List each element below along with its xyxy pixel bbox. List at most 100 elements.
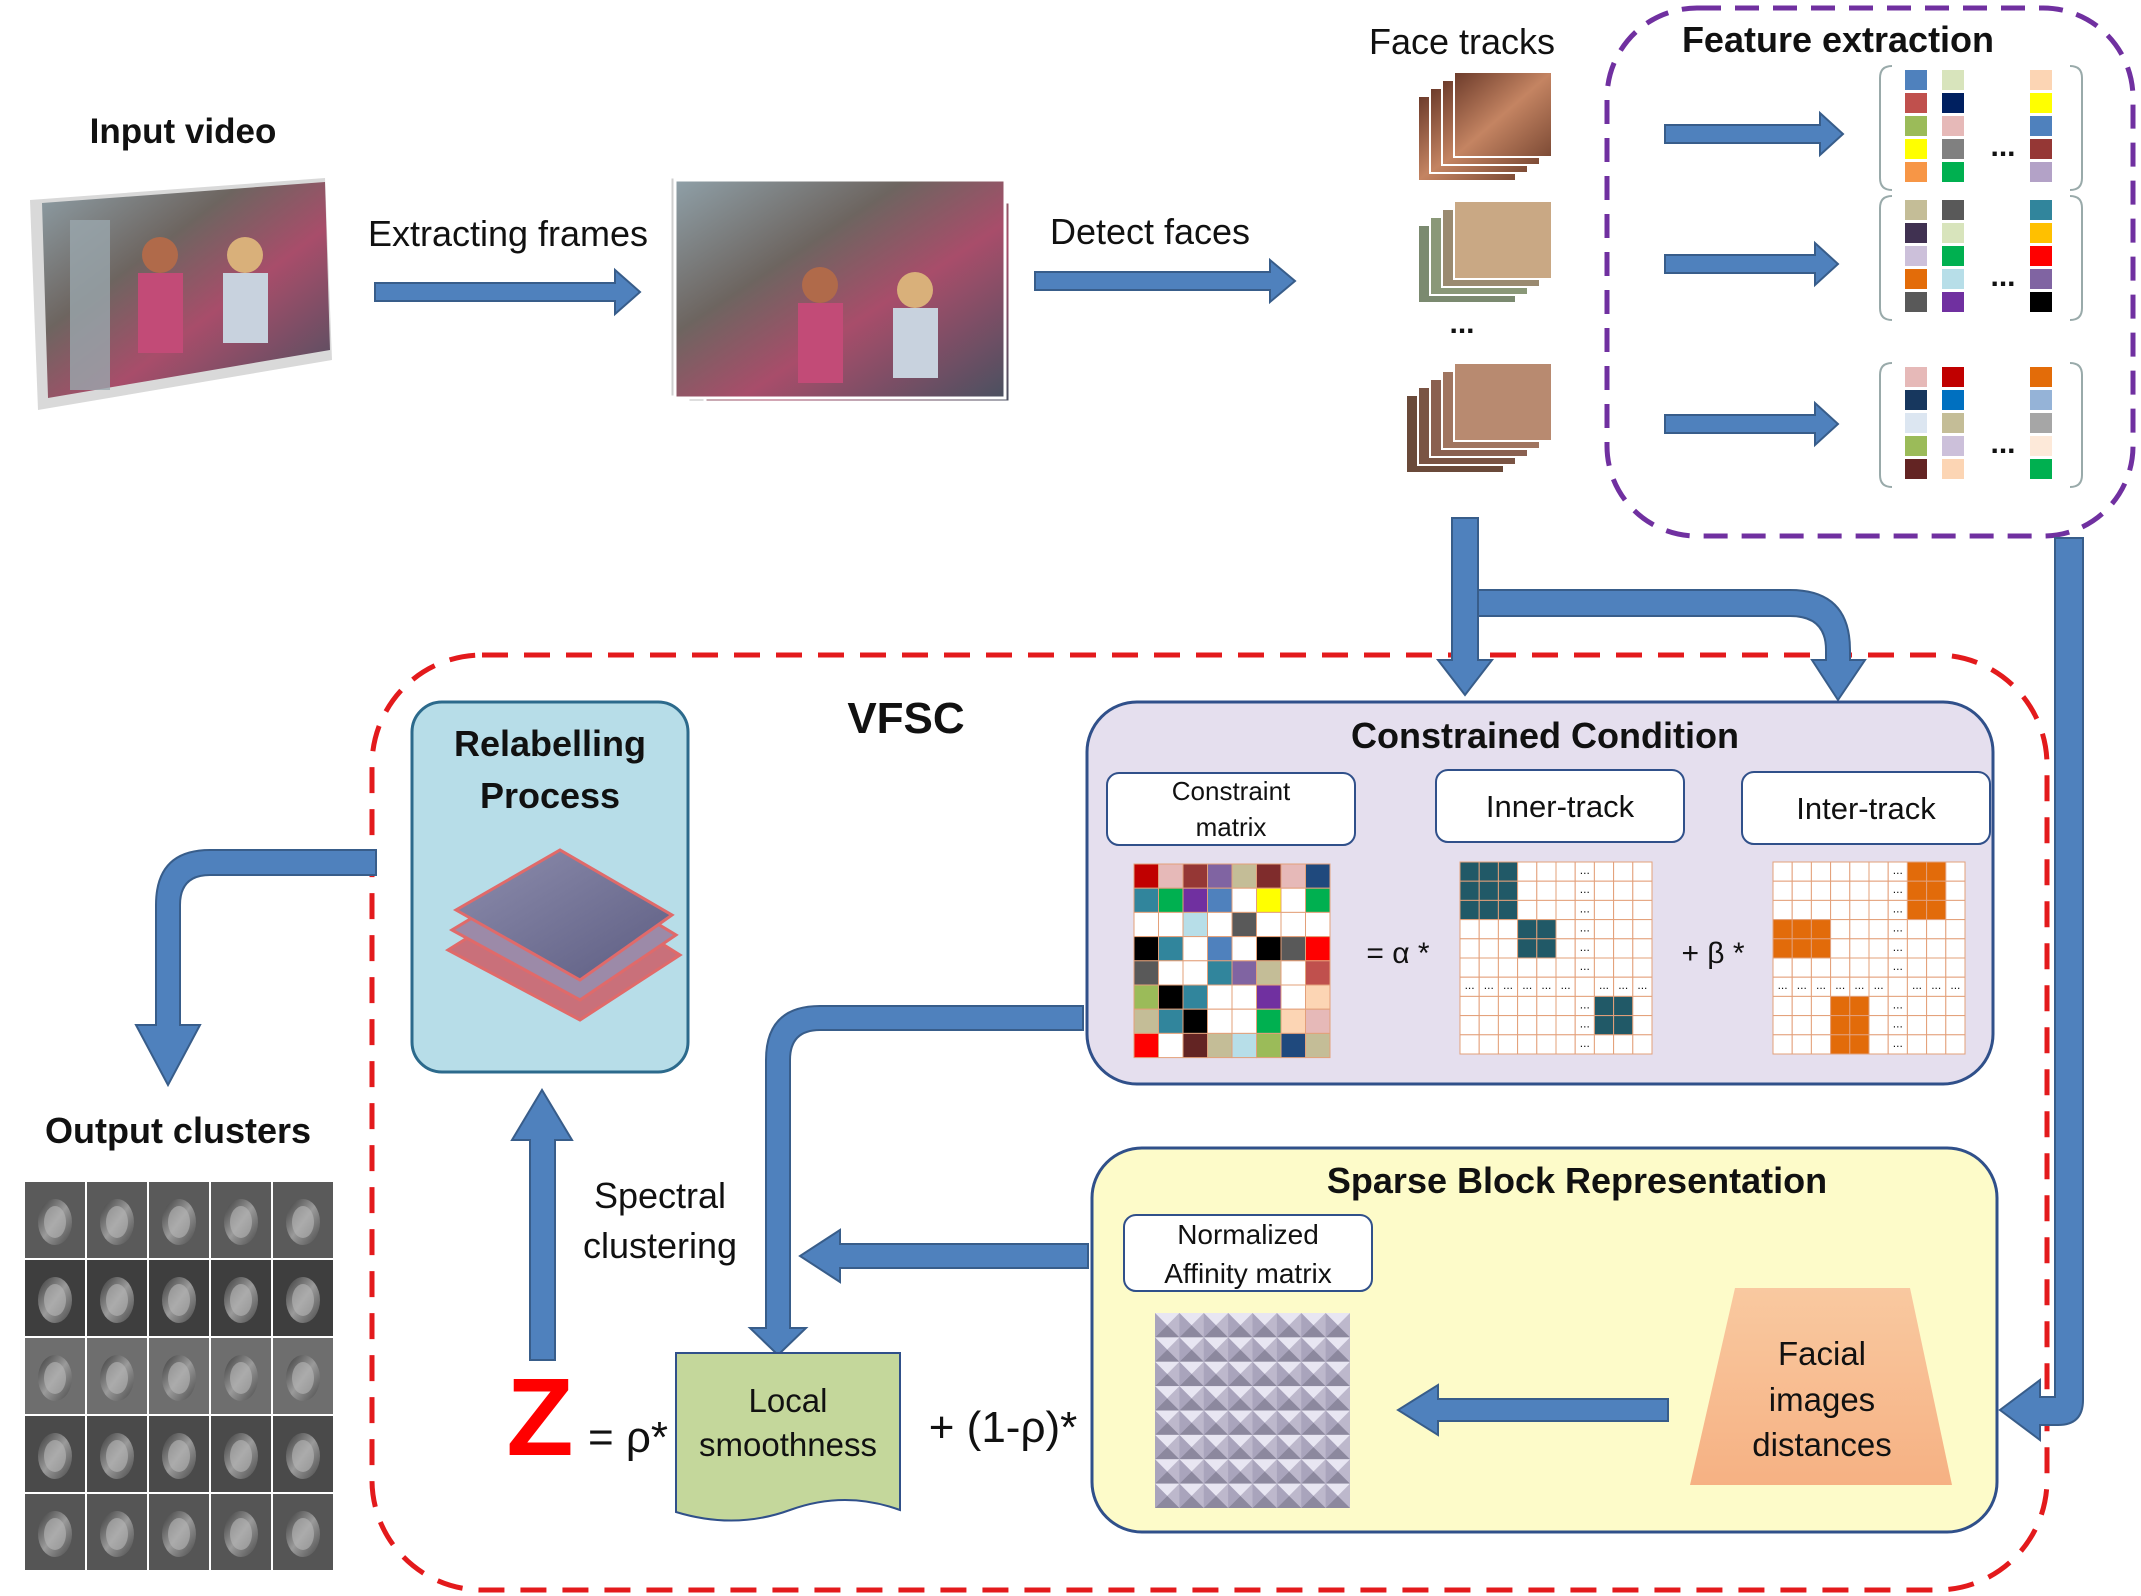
track-cell — [1478, 880, 1499, 901]
affinity-facet — [1203, 1471, 1229, 1484]
affinity-facet — [1276, 1459, 1290, 1484]
track-cell — [1613, 899, 1634, 921]
affinity-facet — [1203, 1434, 1229, 1448]
constraint-cell — [1207, 960, 1233, 986]
constraint-cell — [1305, 1008, 1331, 1034]
affinity-facet — [1155, 1361, 1168, 1387]
affinity-facet — [1179, 1495, 1204, 1508]
affinity-facet — [1228, 1373, 1253, 1387]
feature-cell — [2030, 413, 2052, 433]
constraint-cell — [1231, 1032, 1257, 1059]
affinity-facet — [1179, 1373, 1204, 1387]
track-cell — [1478, 957, 1499, 978]
constraint-cell — [1305, 911, 1331, 938]
cluster-face — [273, 1494, 333, 1570]
affinity-facet — [1325, 1398, 1350, 1411]
spectral-line1: Spectral — [594, 1175, 726, 1216]
affinity-facet — [1228, 1325, 1253, 1338]
feature-cell — [2030, 162, 2052, 182]
constraint-cell — [1182, 936, 1208, 962]
affinity-facet — [1203, 1495, 1229, 1508]
affinity-facet — [1155, 1410, 1180, 1423]
track-cell — [1478, 861, 1499, 882]
face-track-2 — [1417, 200, 1553, 304]
track-cell — [1593, 938, 1615, 959]
track-cell — [1945, 995, 1966, 1017]
constraint-cell — [1256, 960, 1282, 986]
constraint-cell — [1207, 936, 1233, 962]
constraint-cell — [1280, 863, 1306, 889]
track-cell — [1849, 861, 1870, 882]
feature-cell — [1942, 459, 1964, 479]
arrow-constraints-to-local — [747, 1005, 1084, 1357]
track-cell — [1555, 880, 1576, 901]
constraint-cell — [1182, 911, 1208, 938]
constraint-cell — [1158, 1008, 1184, 1034]
track-cell — [1497, 861, 1519, 882]
affinity-facet — [1252, 1434, 1277, 1448]
affinity-facet — [1325, 1434, 1338, 1460]
cluster-face — [87, 1416, 147, 1492]
affinity-facet — [1252, 1361, 1277, 1374]
track-cell — [1497, 1034, 1519, 1055]
constraint-cell — [1231, 887, 1257, 913]
track-cell — [1536, 899, 1557, 921]
track-cell — [1632, 899, 1653, 921]
bracket-right — [2069, 195, 2083, 321]
affinity-facet — [1325, 1386, 1338, 1411]
cluster-face — [273, 1260, 333, 1336]
track-cell — [1613, 1034, 1634, 1055]
track-cell — [1945, 919, 1966, 940]
track-cell — [1632, 995, 1653, 1017]
eq-beta: + β * — [1681, 937, 1744, 970]
affinity-facet — [1203, 1337, 1216, 1362]
affinity-facet — [1325, 1337, 1350, 1350]
track-cell — [1887, 976, 1908, 997]
track-cell — [1849, 899, 1870, 921]
affinity-facet — [1252, 1398, 1277, 1411]
track-cell — [1906, 861, 1928, 882]
arrow-to-output — [134, 849, 377, 1088]
affinity-facet — [1155, 1459, 1168, 1484]
affinity-facet — [1325, 1459, 1338, 1484]
affinity-facet — [1179, 1459, 1204, 1472]
track-cell — [1868, 957, 1889, 978]
affinity-facet — [1203, 1313, 1229, 1326]
constraint-matrix-grid — [1133, 863, 1331, 1059]
affinity-facet — [1325, 1373, 1350, 1387]
affinity-facet — [1228, 1398, 1253, 1411]
affinity-facet — [1325, 1459, 1350, 1472]
constraint-cell — [1207, 887, 1233, 913]
track-cell — [1536, 938, 1557, 959]
bracket-right — [2069, 65, 2083, 191]
affinity-facet — [1179, 1434, 1192, 1460]
local-smoothness-shape — [675, 1352, 901, 1522]
feature-cell — [2030, 116, 2052, 136]
constraint-cell — [1158, 936, 1184, 962]
cluster-face — [149, 1338, 209, 1414]
track-cell — [1906, 957, 1928, 978]
affinity-facet — [1179, 1325, 1204, 1338]
track-cell — [1555, 1015, 1576, 1036]
track-cell — [1632, 1015, 1653, 1036]
feature-cell — [1905, 246, 1927, 266]
feature-extraction-box — [1604, 5, 2136, 539]
track-cell — [1478, 995, 1499, 1017]
affinity-facet — [1155, 1471, 1180, 1484]
track-cell — [1517, 957, 1538, 978]
affinity-facet — [1301, 1373, 1326, 1387]
affinity-facet — [1252, 1410, 1277, 1423]
matrix-ellipsis: ... — [1893, 997, 1903, 1011]
track-cell — [1906, 995, 1928, 1017]
feature-vector: ... — [1879, 195, 2083, 321]
affinity-facet — [1252, 1349, 1277, 1362]
affinity-facet — [1325, 1495, 1350, 1508]
affinity-facet — [1252, 1361, 1265, 1387]
feature-cell — [1905, 436, 1927, 456]
affinity-facet — [1301, 1495, 1326, 1508]
constraint-cell — [1207, 863, 1233, 889]
track-cell — [1772, 919, 1793, 940]
track-cell — [1478, 1015, 1499, 1036]
track-cell — [1906, 1015, 1928, 1036]
affinity-facet — [1155, 1373, 1180, 1387]
